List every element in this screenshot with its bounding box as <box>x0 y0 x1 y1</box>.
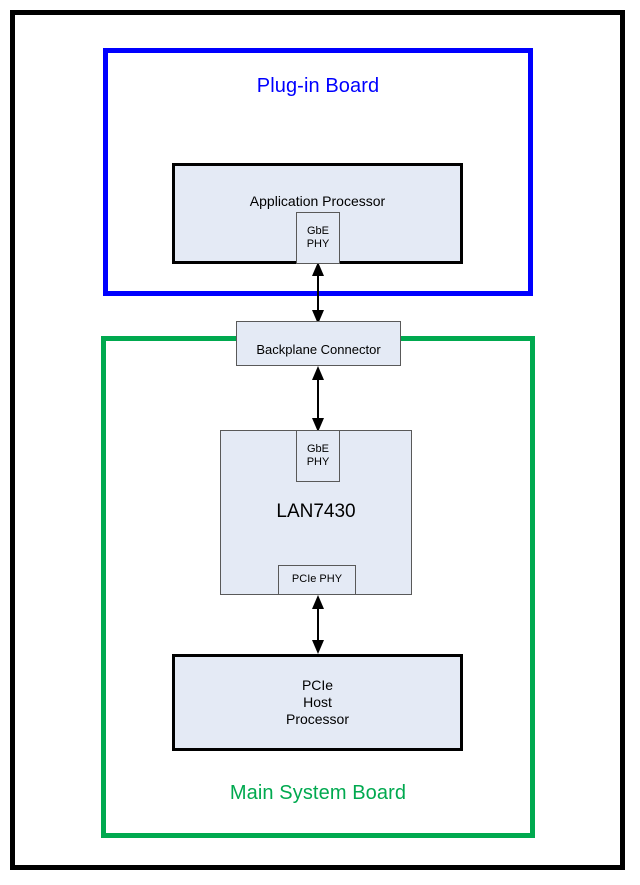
block-label-pcie-host-processor: PCIe Host Processor <box>285 677 350 727</box>
group-label-plug-in-board: Plug-in Board <box>256 75 380 97</box>
connector-backplane-to-lan7430 <box>306 366 330 432</box>
block-label-lan7430: LAN7430 <box>276 501 356 523</box>
block-gbe-phy-plugin: GbE PHY <box>296 212 340 264</box>
connector-pcie-link <box>306 595 330 654</box>
block-backplane-connector: Backplane Connector <box>236 321 401 366</box>
block-label-gbe-phy-plugin: GbE PHY <box>306 224 330 250</box>
block-label-gbe-phy-lan7430: GbE PHY <box>306 442 330 468</box>
block-pcie-phy: PCIe PHY <box>278 565 356 595</box>
block-label-application-processor: Application Processor <box>249 193 386 210</box>
diagram-border <box>10 10 625 870</box>
connector-gbe-link <box>306 262 330 324</box>
group-label-main-system-board: Main System Board <box>229 782 407 804</box>
block-gbe-phy-lan7430: GbE PHY <box>296 430 340 482</box>
block-label-pcie-phy: PCIe PHY <box>291 573 343 586</box>
block-pcie-host-processor: PCIe Host Processor <box>172 654 463 751</box>
block-label-backplane-connector: Backplane Connector <box>256 342 381 358</box>
